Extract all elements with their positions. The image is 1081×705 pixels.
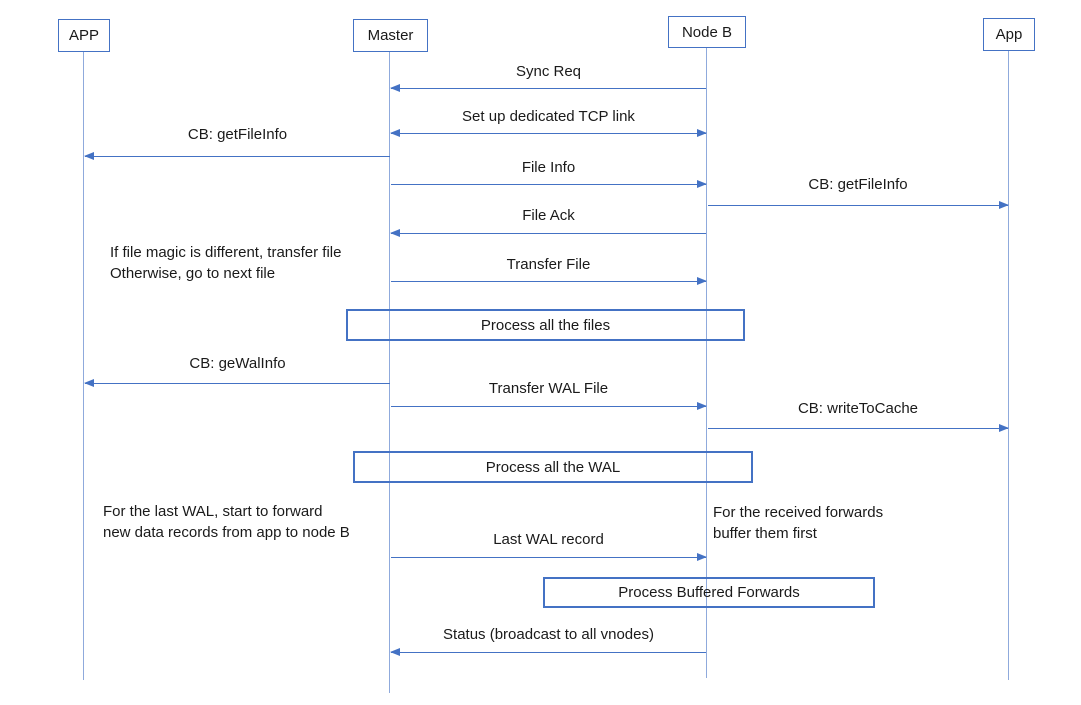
message-arrow-file-info <box>391 180 707 188</box>
message-label-transfer-wal-file: Transfer WAL File <box>488 380 609 397</box>
lifeline-app-right <box>1008 51 1009 680</box>
message-label-setup-tcp: Set up dedicated TCP link <box>462 108 635 125</box>
arrowhead-right <box>999 201 1009 209</box>
arrowhead-right <box>697 402 707 410</box>
message-arrow-transfer-file <box>391 277 707 285</box>
annotation-received-forwards: For the received forwards buffer them fi… <box>713 504 884 542</box>
arrowhead-left <box>84 152 94 160</box>
arrowhead-left <box>390 229 400 237</box>
lifeline-node-b <box>706 48 707 678</box>
message-label-cb-gewalinfo: CB: geWalInfo <box>189 355 286 372</box>
message-label-transfer-file: Transfer File <box>506 256 591 273</box>
message-arrow-status-broadcast <box>390 648 706 656</box>
message-arrow-setup-tcp <box>390 129 707 137</box>
message-arrow-file-ack <box>390 229 706 237</box>
process-box-label: Process all the WAL <box>485 458 621 476</box>
message-arrow-sync-req <box>390 84 706 92</box>
arrowhead-right <box>697 180 707 188</box>
arrowhead-right <box>697 129 707 137</box>
actor-label: App <box>995 26 1023 43</box>
arrowhead-right <box>697 277 707 285</box>
message-label-status-broadcast: Status (broadcast to all vnodes) <box>443 626 654 643</box>
arrowhead-right <box>999 424 1009 432</box>
message-arrow-cb-getfileinfo-right <box>708 201 1009 209</box>
actor-label: Master <box>367 27 414 44</box>
message-arrow-cb-writetocache <box>708 424 1009 432</box>
message-arrow-last-wal-record <box>391 553 707 561</box>
process-box-label: Process Buffered Forwards <box>618 584 800 601</box>
actor-master: Master <box>353 19 428 52</box>
process-box-wal: Process all the WAL <box>353 451 753 483</box>
message-arrow-cb-gewalinfo <box>84 379 390 387</box>
process-box-files: Process all the files <box>346 309 745 341</box>
message-label-cb-getfileinfo-left: CB: getFileInfo <box>187 126 288 143</box>
message-label-file-info: File Info <box>521 159 576 176</box>
message-label-last-wal-record: Last WAL record <box>493 531 604 548</box>
actor-label: Node B <box>681 23 733 41</box>
process-box-label: Process all the files <box>480 316 611 334</box>
message-label-sync-req: Sync Req <box>515 63 582 80</box>
message-arrow-cb-getfileinfo-left <box>84 152 390 160</box>
annotation-file-magic: If file magic is different, transfer fil… <box>110 244 342 282</box>
actor-app-left: APP <box>58 19 110 52</box>
actor-node-b: Node B <box>668 16 746 48</box>
arrowhead-right <box>697 553 707 561</box>
lifeline-app-left <box>83 52 84 680</box>
message-label-cb-getfileinfo-right: CB: getFileInfo <box>808 176 908 193</box>
message-label-file-ack: File Ack <box>522 207 575 224</box>
arrowhead-left <box>84 379 94 387</box>
actor-label: APP <box>68 27 99 44</box>
lifeline-master <box>389 52 390 693</box>
process-box-buffered-forwards: Process Buffered Forwards <box>543 577 875 608</box>
actor-app-right: App <box>983 18 1035 51</box>
arrowhead-left <box>390 84 400 92</box>
annotation-last-wal: For the last WAL, start to forward new d… <box>103 503 350 541</box>
message-label-cb-writetocache: CB: writeToCache <box>797 400 919 417</box>
arrowhead-left <box>390 129 400 137</box>
arrowhead-left <box>390 648 400 656</box>
message-arrow-transfer-wal-file <box>391 402 707 410</box>
